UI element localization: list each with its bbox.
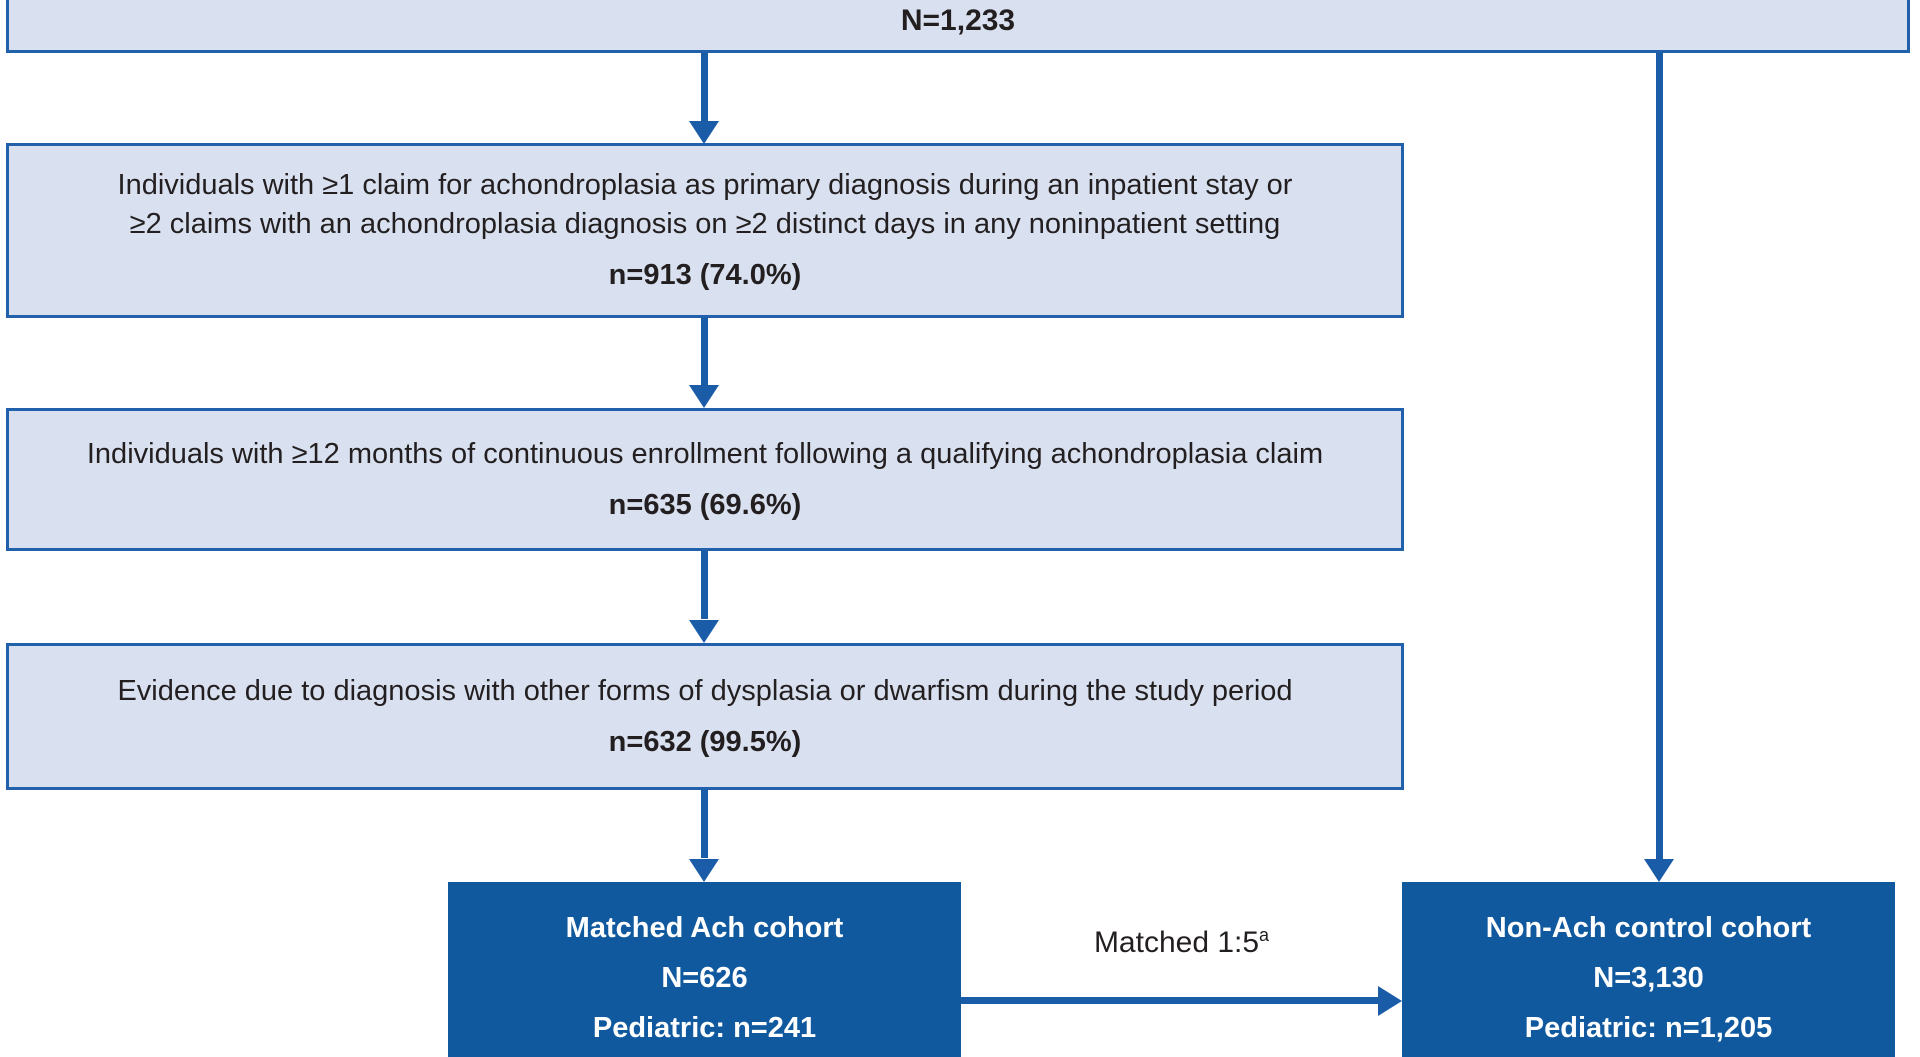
enrollment-criteria-count: n=635 (69.6%) [608, 488, 802, 521]
down-arrow-head-4 [689, 859, 719, 882]
control-cohort-count: N=3,130 [1593, 962, 1704, 994]
total-population-count: N=1,233 [900, 4, 1016, 37]
claim-criteria-line-2: ≥2 claims with an achondroplasia diagnos… [129, 208, 1281, 240]
claim-criteria-line-1: Individuals with ≥1 claim for achondropl… [117, 169, 1293, 201]
enrollment-criteria-line: Individuals with ≥12 months of continuou… [86, 437, 1324, 470]
matched-cohort-title: Matched Ach cohort [565, 912, 844, 944]
control-branch-arrow-shaft [1656, 53, 1663, 859]
control-branch-arrow-head [1644, 859, 1674, 882]
down-arrow-head-3 [689, 620, 719, 643]
down-arrow-shaft-2 [701, 318, 708, 386]
down-arrow-shaft-4 [701, 790, 708, 858]
total-population-box: N=1,233 [6, 0, 1910, 53]
match-ratio-text: Matched 1:5 [1093, 926, 1260, 959]
matched-cohort-pediatric-count: Pediatric: n=241 [592, 1012, 817, 1044]
down-arrow-shaft-3 [701, 551, 708, 619]
control-cohort-box: Non-Ach control cohort N=3,130 Pediatric… [1402, 882, 1895, 1057]
claim-criteria-box: Individuals with ≥1 claim for achondropl… [6, 143, 1404, 318]
match-ratio-label: Matched 1:5a [961, 925, 1402, 960]
control-cohort-title: Non-Ach control cohort [1485, 912, 1812, 944]
control-cohort-pediatric-count: Pediatric: n=1,205 [1524, 1012, 1773, 1044]
match-ratio-footnote-marker: a [1259, 925, 1270, 945]
match-arrow-head [1378, 986, 1402, 1016]
down-arrow-head-1 [689, 121, 719, 144]
matched-cohort-box: Matched Ach cohort N=626 Pediatric: n=24… [448, 882, 961, 1057]
claim-criteria-count: n=913 (74.0%) [608, 259, 802, 291]
matched-cohort-count: N=626 [661, 962, 748, 994]
enrollment-criteria-box: Individuals with ≥12 months of continuou… [6, 408, 1404, 551]
down-arrow-shaft-1 [701, 53, 708, 123]
down-arrow-head-2 [689, 385, 719, 408]
exclusion-box: Evidence due to diagnosis with other for… [6, 643, 1404, 790]
match-arrow-shaft [961, 997, 1378, 1004]
exclusion-count: n=632 (99.5%) [608, 725, 802, 758]
exclusion-line: Evidence due to diagnosis with other for… [117, 674, 1293, 707]
